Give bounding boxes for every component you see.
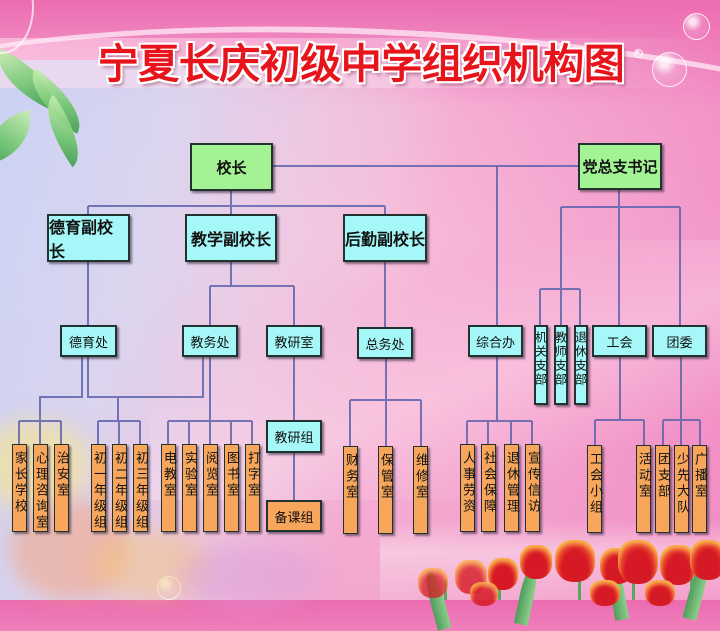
node-general-affairs-office: 总务处 [357, 327, 413, 359]
flower-blur [10, 500, 130, 600]
unit-grade-7-group: 初一年级组 [91, 444, 106, 532]
connector-party-units [539, 190, 681, 325]
unit-reading-room: 阅览室 [203, 444, 218, 532]
unit-publicity-petitions: 宣传信访 [525, 444, 540, 532]
node-youth-league: 团委 [652, 325, 707, 357]
unit-finance-room: 财务室 [343, 446, 358, 534]
unit-library: 图书室 [224, 444, 239, 532]
node-lesson-prep-group: 备课组 [266, 500, 322, 532]
connector-lines [18, 165, 701, 500]
connector-moral-units [18, 357, 83, 444]
connector-youth-league-units [662, 357, 701, 445]
connector-grade-groups [87, 357, 204, 444]
node-branch-teachers: 教师支部 [554, 325, 568, 405]
unit-counseling-room: 心理咨询室 [33, 444, 48, 532]
unit-av-room: 电教室 [161, 444, 176, 532]
unit-social-security: 社会保障 [481, 444, 496, 532]
node-branch-organs: 机关支部 [534, 325, 548, 405]
chart-title: 宁夏长庆初级中学组织机构图 [97, 40, 625, 88]
bubble-icon [634, 49, 643, 58]
node-research-group: 教研组 [266, 420, 322, 453]
node-union: 工会 [592, 325, 647, 357]
unit-typing-room: 打字室 [245, 444, 260, 532]
unit-maintenance-room: 维修室 [413, 446, 428, 534]
flower-blur [180, 545, 320, 605]
node-vice-principal-moral: 德育副校长 [47, 214, 130, 262]
bubble-icon [157, 576, 181, 600]
unit-parent-school: 家长学校 [12, 444, 27, 532]
connector-union-units [594, 357, 645, 445]
unit-laboratory: 实验室 [182, 444, 197, 532]
unit-hr-payroll: 人事劳资 [460, 444, 475, 532]
bubble-icon [683, 13, 710, 40]
node-vice-principal-logistics: 后勤副校长 [343, 214, 427, 262]
node-research-office: 教研室 [266, 325, 322, 357]
node-party-secretary: 党总支书记 [578, 143, 662, 190]
connector-principal-vices [87, 191, 386, 214]
node-principal: 校长 [190, 143, 273, 191]
connector-teaching-vice-offices [209, 262, 295, 325]
node-branch-retired: 退休支部 [574, 325, 588, 405]
node-moral-office: 德育处 [60, 325, 117, 357]
connector-academic-units [167, 357, 253, 444]
unit-grade-8-group: 初二年级组 [112, 444, 127, 532]
node-vice-principal-teaching: 教学副校长 [185, 214, 277, 262]
unit-security-room: 治安室 [54, 444, 69, 532]
connector-logistics-units [349, 359, 422, 446]
unit-union-group: 工会小组 [587, 445, 602, 533]
unit-storage-room: 保管室 [378, 446, 393, 534]
unit-broadcast-room: 广播室 [692, 445, 707, 533]
node-academic-office: 教务处 [182, 325, 238, 357]
unit-young-pioneers: 少先大队 [674, 445, 689, 533]
unit-activity-room: 活动室 [636, 445, 651, 533]
unit-grade-9-group: 初三年级组 [133, 444, 148, 532]
unit-retirement-admin: 退休管理 [504, 444, 519, 532]
connector-general-office-units [466, 357, 533, 444]
node-general-office: 综合办 [468, 325, 523, 357]
bubble-icon [652, 52, 687, 87]
unit-league-branch: 团支部 [655, 445, 670, 533]
